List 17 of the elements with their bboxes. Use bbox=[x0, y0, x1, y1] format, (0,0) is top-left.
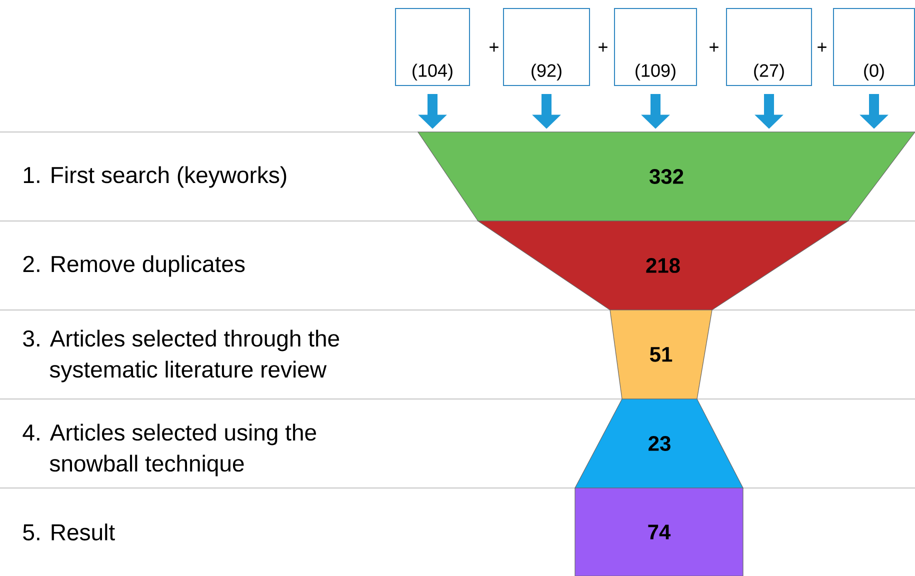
funnel-segment: 74 bbox=[574, 488, 744, 576]
plus-sign: + bbox=[490, 42, 498, 52]
source-box: (0) bbox=[833, 8, 915, 86]
stage-label: 3. Articles selected through the systematic literature review bbox=[23, 330, 340, 382]
source-box: (92) bbox=[503, 8, 590, 86]
source-box: (27) bbox=[726, 8, 812, 86]
stage-label: 5. Result bbox=[23, 524, 115, 540]
stage-label: 4. Articles selected using the snowball technique bbox=[22, 424, 316, 476]
source-box: (104) bbox=[395, 8, 470, 86]
funnel-segment: 51 bbox=[610, 310, 712, 400]
stage-label: 1. First search (keyworks) bbox=[24, 166, 286, 188]
source-box: (109) bbox=[614, 8, 697, 86]
plus-sign: + bbox=[818, 42, 826, 52]
stage-label: 2. Remove duplicates bbox=[23, 255, 245, 277]
plus-sign: + bbox=[710, 42, 718, 52]
plus-sign: + bbox=[598, 42, 608, 52]
funnel-segment: 23 bbox=[574, 398, 744, 488]
